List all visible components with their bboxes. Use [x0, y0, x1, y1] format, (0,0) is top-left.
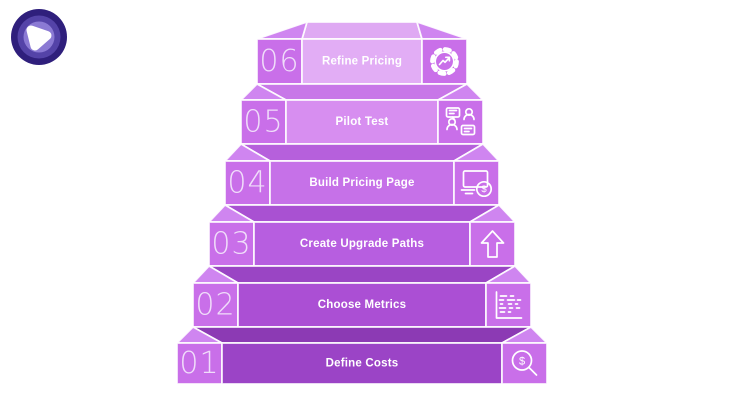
step-04-icon-block: [453, 160, 500, 206]
step-02-number-block: [192, 282, 239, 328]
step-number: 06: [259, 44, 299, 79]
step-label: Define Costs: [326, 358, 399, 370]
pricing-page-icon: $: [460, 170, 493, 198]
step-01-top-face: [192, 326, 532, 344]
step-03-icon-block: [469, 221, 516, 267]
step-01-number-block: [176, 342, 223, 385]
search-dollar-icon: $: [511, 350, 538, 376]
step-06-label-panel: [301, 38, 423, 85]
step-01-label-panel: [221, 342, 503, 385]
step-number: 04: [227, 166, 267, 201]
step-05-top-face: [256, 83, 468, 101]
step-02-label-panel: [237, 282, 487, 328]
step-03-label-panel: [253, 221, 471, 267]
step-number: 05: [243, 105, 283, 140]
step-number: 02: [195, 288, 235, 323]
step-05-label-panel: [285, 99, 439, 145]
step-number: 01: [179, 346, 219, 381]
step-01-icon-block: [501, 342, 548, 385]
step-06-right-wing: [416, 21, 468, 40]
step-05-icon-block: [437, 99, 484, 145]
svg-text:$: $: [481, 184, 487, 195]
step-04-top-face: [240, 143, 484, 162]
logo-core-shape: [26, 25, 52, 51]
step-label: Build Pricing Page: [309, 177, 414, 189]
step-label: Create Upgrade Paths: [300, 238, 424, 250]
pilot-users-icon: [445, 107, 476, 136]
metrics-list-icon: [495, 291, 523, 319]
svg-text:$: $: [519, 356, 525, 368]
step-06-left-wing: [256, 21, 308, 40]
step-02-top-face: [208, 265, 516, 284]
step-04-number-block: [224, 160, 271, 206]
gear-chart-icon: [430, 47, 459, 76]
brand-logo-icon: [11, 9, 67, 65]
step-number: 03: [211, 227, 251, 262]
step-label: Choose Metrics: [318, 299, 406, 311]
upgrade-arrow-icon: [480, 230, 505, 258]
step-label: Pilot Test: [336, 116, 389, 128]
step-02-icon-block: [485, 282, 532, 328]
step-label: Refine Pricing: [322, 56, 402, 68]
step-06-top-face: [301, 21, 423, 40]
step-03-number-block: [208, 221, 255, 267]
step-03-top-face: [224, 204, 500, 223]
